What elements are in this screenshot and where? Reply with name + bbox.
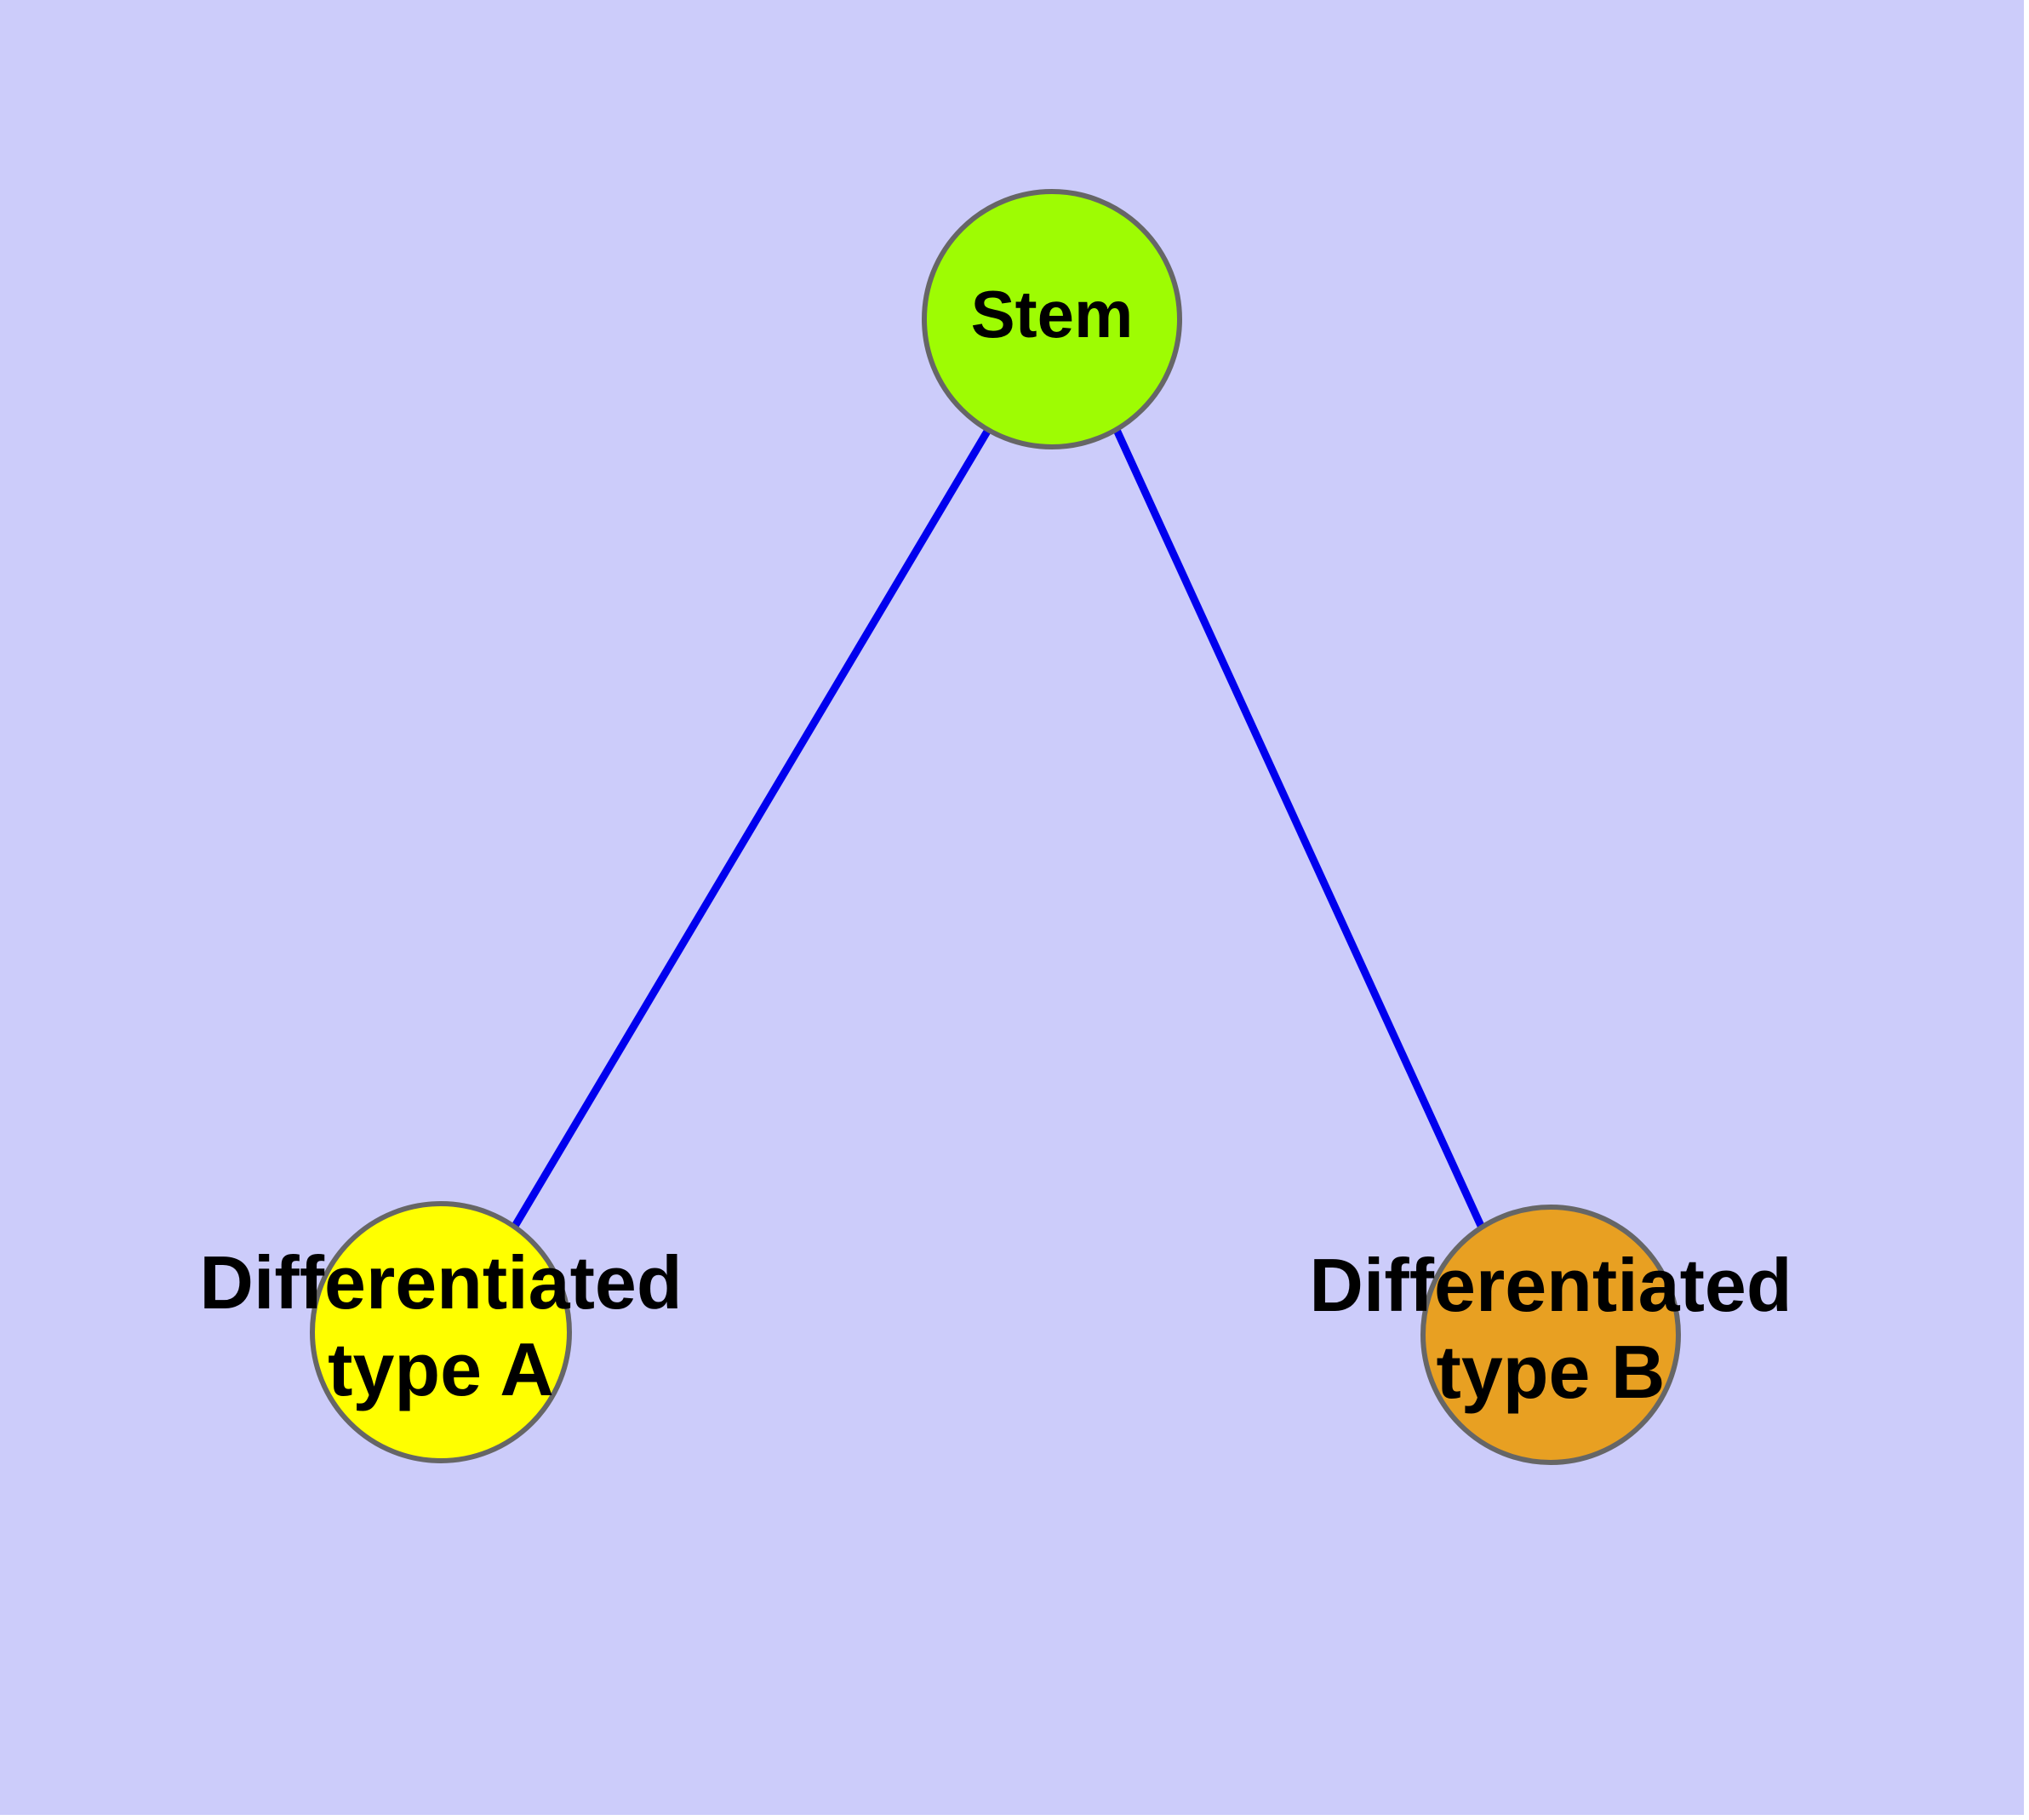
graph-edge-stem-to-b[interactable] bbox=[1112, 428, 1485, 1228]
node-label-line: type B bbox=[1437, 1330, 1666, 1414]
node-label-stem: Stem bbox=[971, 277, 1134, 352]
edges-layer bbox=[511, 427, 1485, 1230]
node-label-line: Differentiated bbox=[199, 1240, 682, 1325]
graph-edge-stem-to-a[interactable] bbox=[511, 427, 992, 1230]
node-label-line: Differentiated bbox=[1309, 1243, 1792, 1327]
graph-node-stem[interactable]: Stem bbox=[922, 189, 1182, 449]
node-label-line: type A bbox=[328, 1327, 554, 1411]
node-label-line: Stem bbox=[971, 277, 1134, 352]
node-circle-diff-a[interactable] bbox=[310, 1201, 572, 1463]
node-circle-stem[interactable] bbox=[922, 189, 1182, 449]
node-circle-diff-b[interactable] bbox=[1420, 1205, 1681, 1465]
